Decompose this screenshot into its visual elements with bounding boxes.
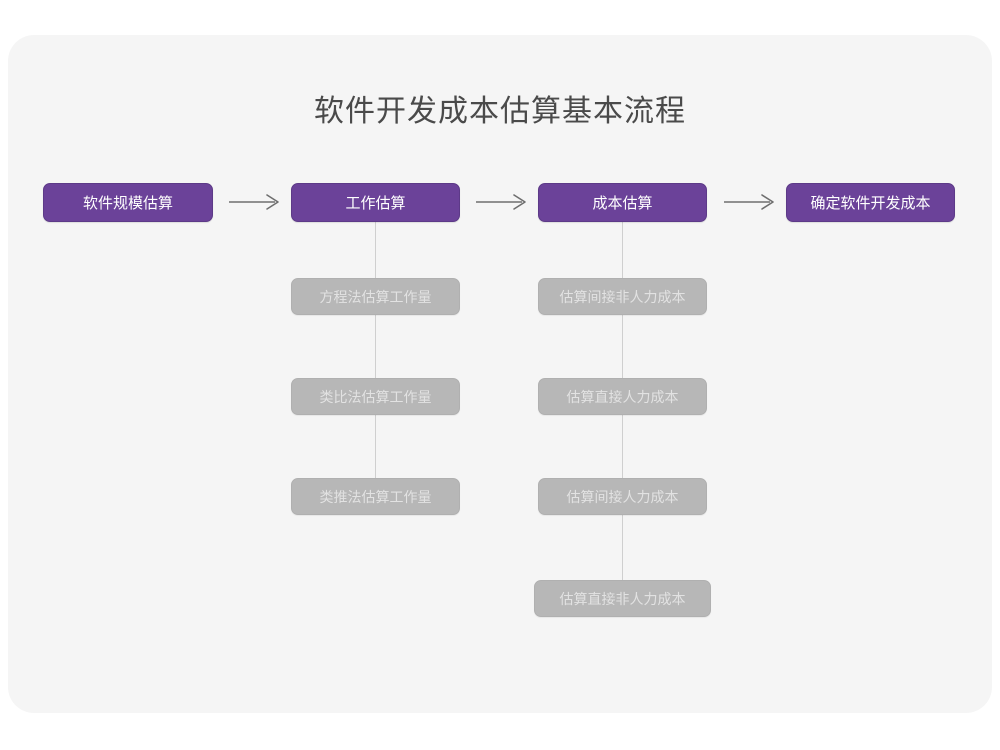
flow-node-step-2-child-3-label: 类推法估算工作量 <box>319 489 432 506</box>
flow-node-step-3-child-1-label: 估算间接非人力成本 <box>559 289 686 306</box>
flow-node-step-3-child-2-label: 估算直接人力成本 <box>566 389 679 406</box>
flow-node-step-3-child-3[interactable]: 估算间接人力成本 <box>538 478 707 515</box>
flow-node-step-3-child-4[interactable]: 估算直接非人力成本 <box>534 580 711 617</box>
flow-node-step-2-child-1[interactable]: 方程法估算工作量 <box>291 278 460 315</box>
flow-node-step-2-label: 工作估算 <box>345 194 406 212</box>
flow-node-step-2-child-3[interactable]: 类推法估算工作量 <box>291 478 460 515</box>
diagram-card-background <box>8 35 992 713</box>
flow-node-step-3-child-1[interactable]: 估算间接非人力成本 <box>538 278 707 315</box>
flow-node-step-4-label: 确定软件开发成本 <box>810 194 931 212</box>
flow-node-step-2-child-1-label: 方程法估算工作量 <box>319 289 432 306</box>
flow-node-step-2[interactable]: 工作估算 <box>291 183 460 222</box>
flow-node-step-3-child-2[interactable]: 估算直接人力成本 <box>538 378 707 415</box>
flow-node-step-1[interactable]: 软件规模估算 <box>43 183 213 222</box>
flow-node-step-4[interactable]: 确定软件开发成本 <box>786 183 955 222</box>
flow-arrow-1-icon <box>229 194 279 210</box>
page-title: 软件开发成本估算基本流程 <box>314 94 686 129</box>
flow-node-step-3-label: 成本估算 <box>592 194 653 212</box>
flow-node-step-1-label: 软件规模估算 <box>82 194 173 212</box>
flow-node-step-3-child-3-label: 估算间接人力成本 <box>566 489 679 506</box>
flow-node-step-3[interactable]: 成本估算 <box>538 183 707 222</box>
flow-node-step-2-child-2[interactable]: 类比法估算工作量 <box>291 378 460 415</box>
flow-arrow-2-icon <box>476 194 526 210</box>
flow-arrow-3-icon <box>724 194 774 210</box>
connector-trunk-step-2 <box>375 219 376 499</box>
flow-node-step-2-child-2-label: 类比法估算工作量 <box>319 389 432 406</box>
flow-node-step-3-child-4-label: 估算直接非人力成本 <box>559 591 686 608</box>
